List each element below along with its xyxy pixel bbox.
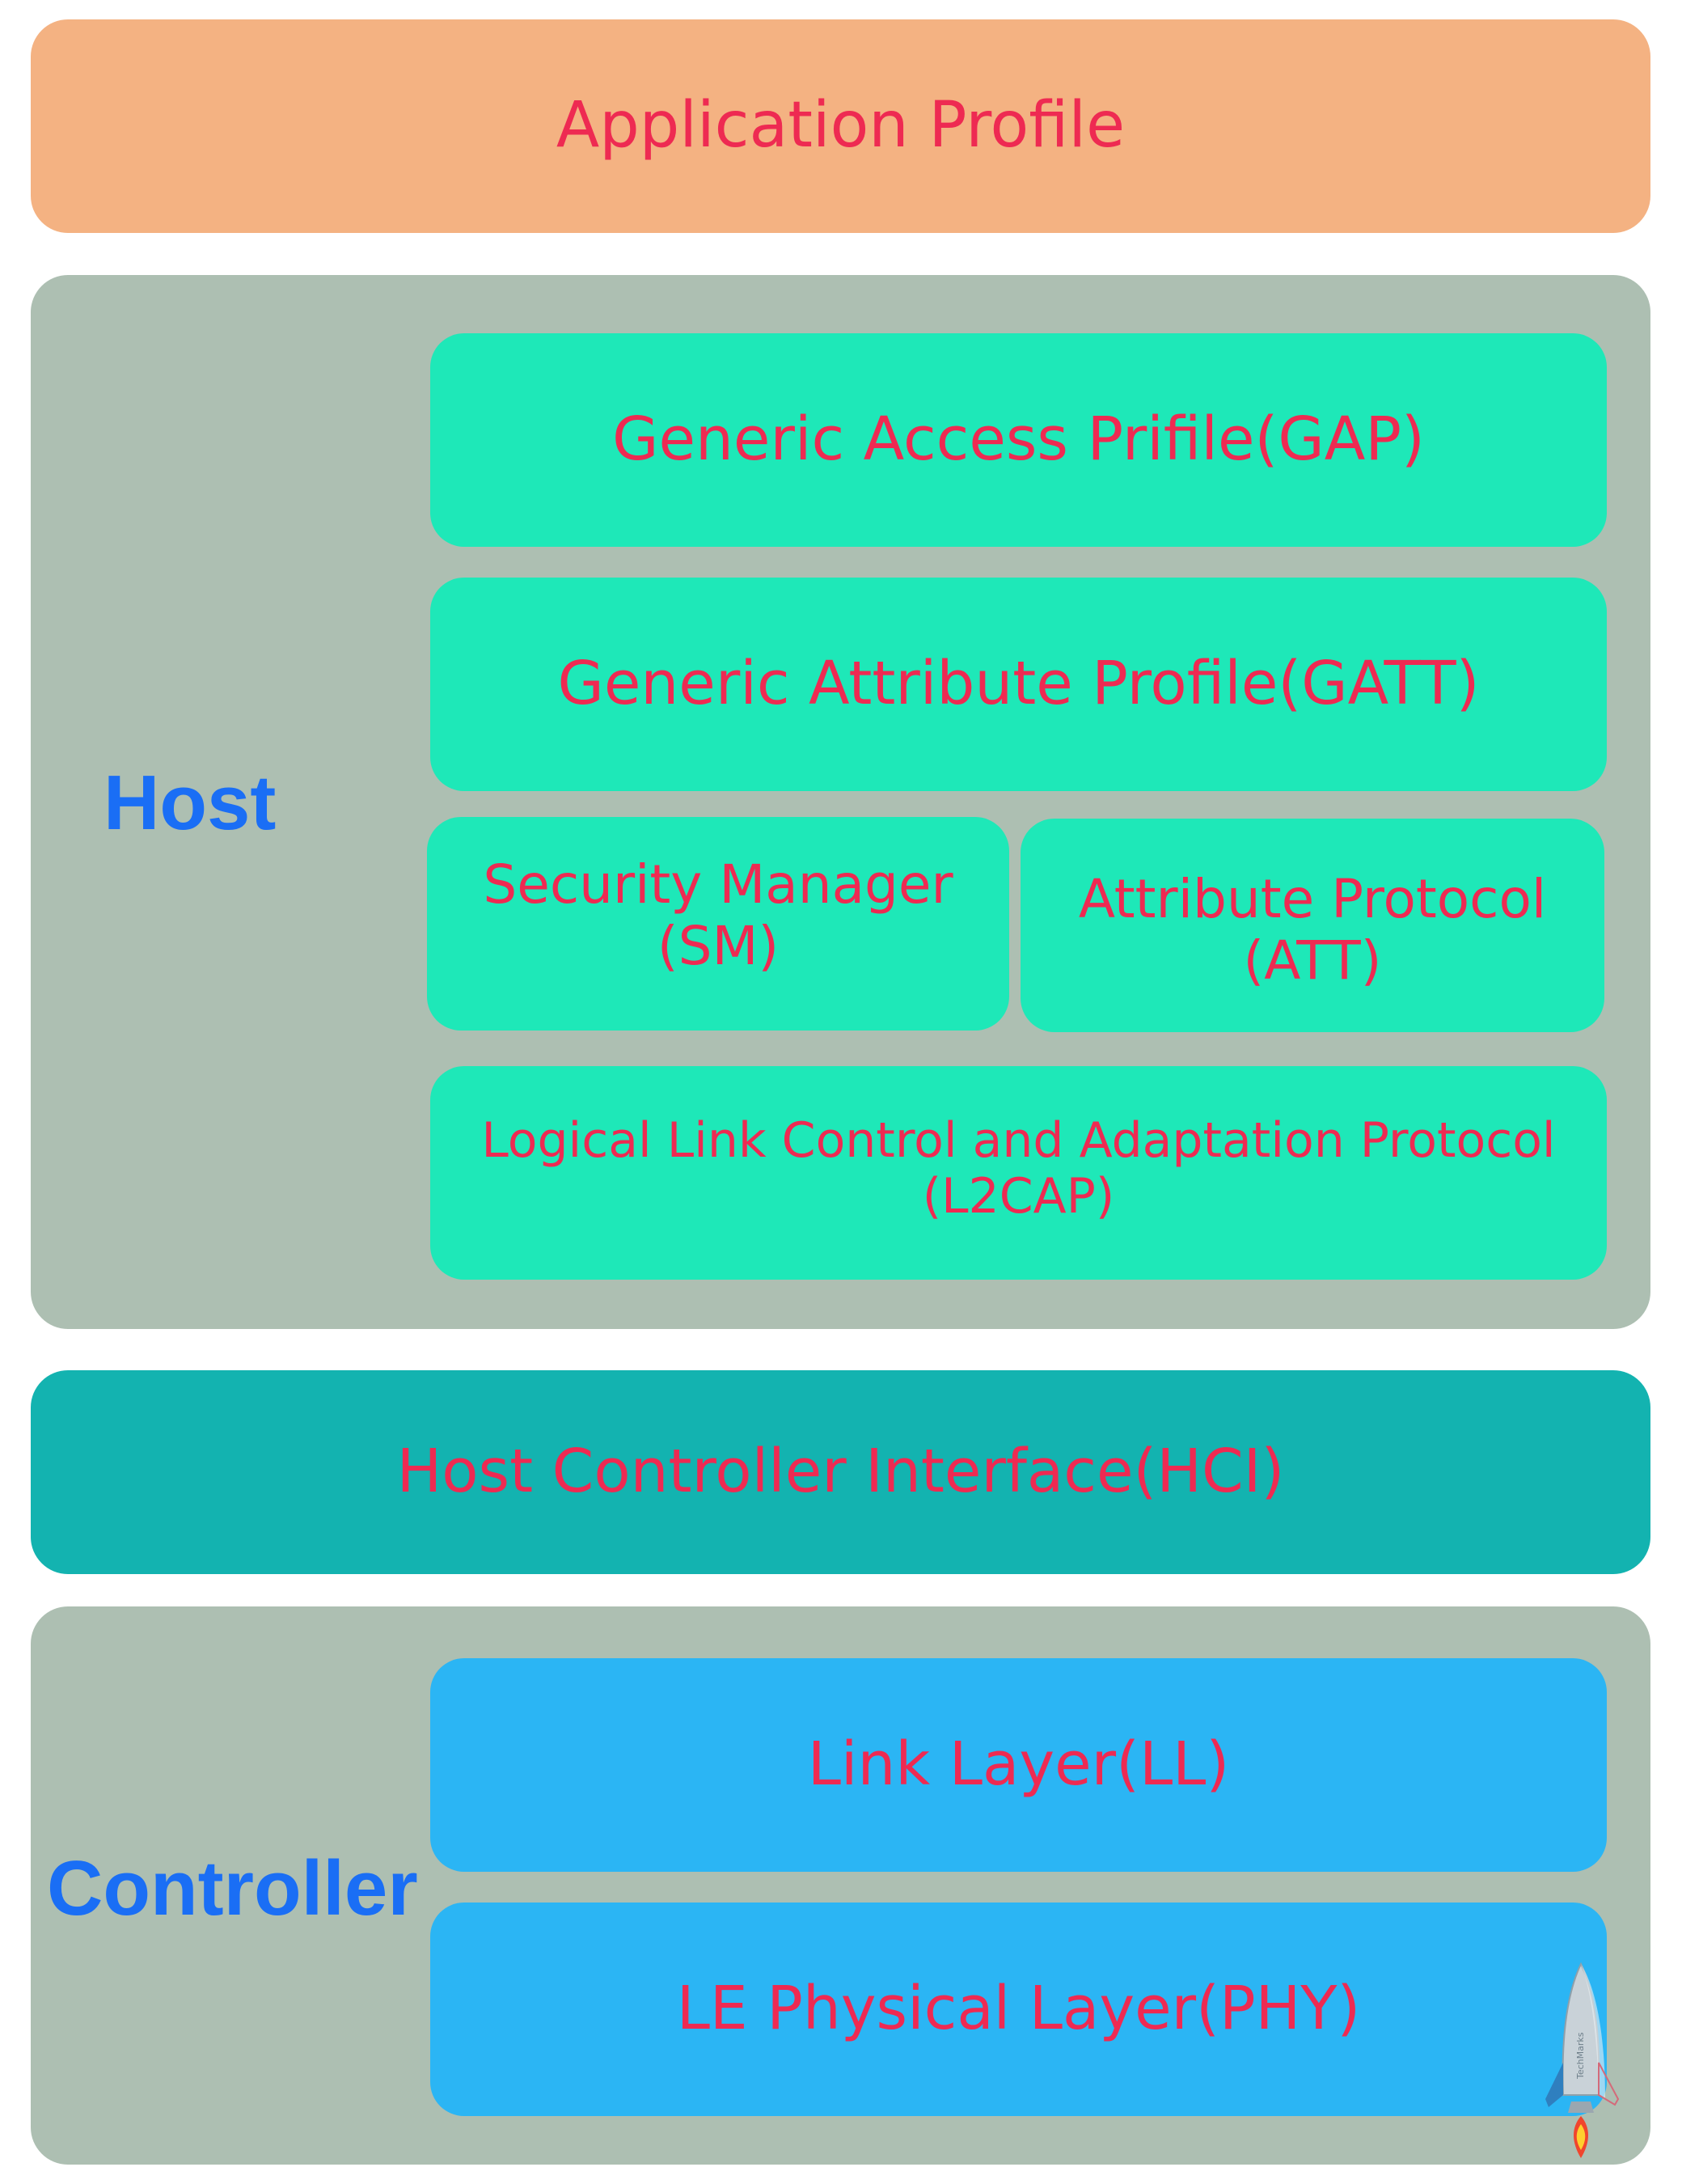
phy-label: LE Physical Layer(PHY): [676, 1974, 1361, 2044]
application-profile-label: Application Profile: [556, 89, 1126, 163]
l2cap-label-line1: Logical Link Control and Adaptation Prot…: [481, 1112, 1556, 1169]
host-label: Host: [104, 760, 277, 846]
att-label-line2: (ATT): [1243, 929, 1382, 992]
att-block: Attribute Protocol (ATT): [1021, 819, 1604, 1032]
link-layer-label: Link Layer(LL): [807, 1729, 1230, 1800]
application-profile-block: Application Profile: [31, 19, 1650, 233]
gatt-label: Generic Attribute Profile(GATT): [557, 649, 1480, 719]
sm-label-line1: Security Manager: [483, 853, 953, 916]
l2cap-block: Logical Link Control and Adaptation Prot…: [430, 1066, 1607, 1280]
logo-text: TechMarks: [1575, 2032, 1586, 2080]
l2cap-label-line2: (L2CAP): [922, 1168, 1115, 1225]
hci-block: Host Controller Interface(HCI): [31, 1370, 1650, 1574]
controller-label: Controller: [47, 1845, 418, 1932]
hci-label: Host Controller Interface(HCI): [396, 1437, 1285, 1507]
rocket-icon: TechMarks: [1545, 1962, 1620, 2158]
sm-label-line2: (SM): [657, 915, 780, 977]
link-layer-block: Link Layer(LL): [430, 1658, 1607, 1872]
phy-block: LE Physical Layer(PHY): [430, 1903, 1607, 2116]
gap-block: Generic Access Prifile(GAP): [430, 333, 1607, 547]
gatt-block: Generic Attribute Profile(GATT): [430, 578, 1607, 791]
att-label-line1: Attribute Protocol: [1078, 868, 1547, 931]
gap-label: Generic Access Prifile(GAP): [612, 404, 1425, 475]
sm-block: Security Manager (SM): [427, 817, 1009, 1031]
